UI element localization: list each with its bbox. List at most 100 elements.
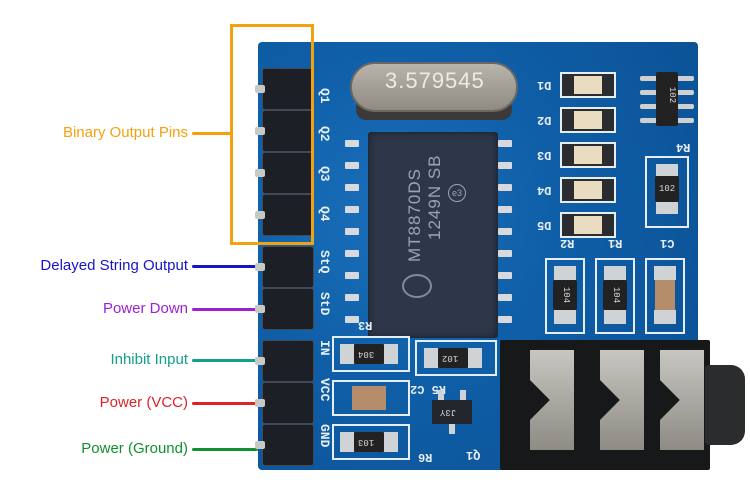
pin-label-in: IN: [317, 340, 332, 356]
r1-value: 104: [611, 286, 622, 304]
leader-power-down: [192, 308, 258, 311]
r6-value: 103: [358, 437, 375, 447]
leader-binary-output: [192, 132, 232, 135]
c1-pad: [654, 310, 676, 324]
c2-outline: [332, 380, 410, 416]
chip-leg: [345, 206, 359, 213]
r1-pad: [604, 266, 626, 280]
crystal-oscillator: [350, 62, 518, 112]
chip-leg: [345, 294, 359, 301]
r2-value: 104: [561, 286, 572, 304]
chip-leg: [498, 206, 512, 213]
label-inhibit-input: Inhibit Input: [110, 351, 188, 368]
label-r6: R6: [418, 450, 433, 464]
r2-pad: [554, 310, 576, 324]
chip-leg: [498, 250, 512, 257]
chip-leg: [498, 184, 512, 191]
label-power-vcc: Power (VCC): [99, 394, 188, 411]
led-d2: [560, 107, 616, 133]
r1-pad: [604, 310, 626, 324]
pin-label-q4: Q4: [317, 206, 332, 222]
r3-value: 304: [358, 349, 375, 359]
header-pin-std: [255, 288, 314, 330]
chip-leg: [498, 228, 512, 235]
r3-pad: [384, 344, 398, 364]
header-pin-vcc: [255, 382, 314, 424]
pin-label-q3: Q3: [317, 166, 332, 182]
chip-leg: [498, 272, 512, 279]
header-pin-gnd: [255, 424, 314, 466]
leader-power-vcc: [192, 402, 258, 405]
label-r1: R1: [608, 236, 623, 250]
led-label-d3: D3: [537, 148, 552, 162]
led-label-d2: D2: [537, 113, 552, 127]
pin-label-vcc: VCC: [317, 378, 332, 402]
capacitor-c2: [352, 386, 386, 410]
resistor-r3: [354, 344, 384, 364]
r5-pad: [424, 348, 438, 368]
leader-inhibit-input: [192, 359, 258, 362]
mt8870-chip: [368, 132, 498, 338]
header-pin-in: [255, 340, 314, 382]
binary-output-highlight-box: [230, 24, 314, 245]
pin-label-stq: StQ: [317, 250, 332, 274]
chip-part-number: MT8870DS: [405, 168, 424, 262]
led-d1: [560, 72, 616, 98]
pin-label-q1: Q1: [317, 88, 332, 104]
crystal-frequency: 3.579545: [385, 68, 485, 93]
r5-outline: [415, 340, 497, 376]
resistor-r2: [553, 280, 577, 310]
chip-leg: [345, 162, 359, 169]
resistor-r1: [603, 280, 627, 310]
chip-leg: [498, 162, 512, 169]
led-label-d5: D5: [537, 218, 552, 232]
label-power-ground: Power (Ground): [81, 440, 188, 457]
label-r3: R3: [358, 318, 373, 332]
label-q1: Q1: [466, 448, 481, 462]
pin-label-std: StD: [317, 292, 332, 316]
label-c1: C1: [660, 236, 675, 250]
r5-value: 102: [442, 353, 459, 363]
led-label-d4: D4: [537, 183, 552, 197]
header-pin-q2: [255, 110, 314, 152]
transistor-mark: J3Y: [440, 407, 457, 417]
audio-jack-barrel: [705, 365, 745, 445]
led-d3: [560, 142, 616, 168]
resistor-network-value: 102: [667, 86, 678, 104]
q1-pin: [449, 424, 455, 434]
r3-outline: [332, 336, 410, 372]
label-binary-output-pins: Binary Output Pins: [62, 124, 188, 141]
chip-e3-mark: e3: [448, 184, 466, 202]
label-r4: R4: [676, 140, 691, 154]
resistor-r6: [354, 432, 384, 452]
chip-leg: [345, 250, 359, 257]
resistor-network: [656, 72, 678, 126]
q1-pin: [460, 390, 466, 402]
chip-leg: [345, 272, 359, 279]
label-delayed-string-output: Delayed String Output: [40, 257, 188, 274]
chip-logo-icon: [402, 274, 432, 298]
chip-leg: [498, 294, 512, 301]
transistor-q1: [432, 400, 472, 424]
chip-leg: [345, 184, 359, 191]
leader-delayed-string-output: [192, 265, 258, 268]
r6-pad: [340, 432, 354, 452]
r4-outline: [645, 156, 689, 228]
header-pin-q1: [255, 68, 314, 110]
r5-pad: [468, 348, 482, 368]
r2-outline: [545, 258, 585, 334]
chip-leg: [345, 140, 359, 147]
resistor-r4: [655, 176, 679, 202]
led-label-d1: D1: [537, 78, 552, 92]
r3-pad: [340, 344, 354, 364]
q1-pin: [438, 390, 444, 402]
pin-label-gnd: GND: [317, 424, 332, 448]
label-r2: R2: [560, 236, 575, 250]
label-power-down: Power Down: [102, 300, 188, 317]
chip-leg: [345, 228, 359, 235]
r6-pad: [384, 432, 398, 452]
r1-outline: [595, 258, 635, 334]
header-pin-stq: [255, 246, 314, 288]
header-pin-q3: [255, 152, 314, 194]
r4-value: 102: [659, 184, 676, 194]
